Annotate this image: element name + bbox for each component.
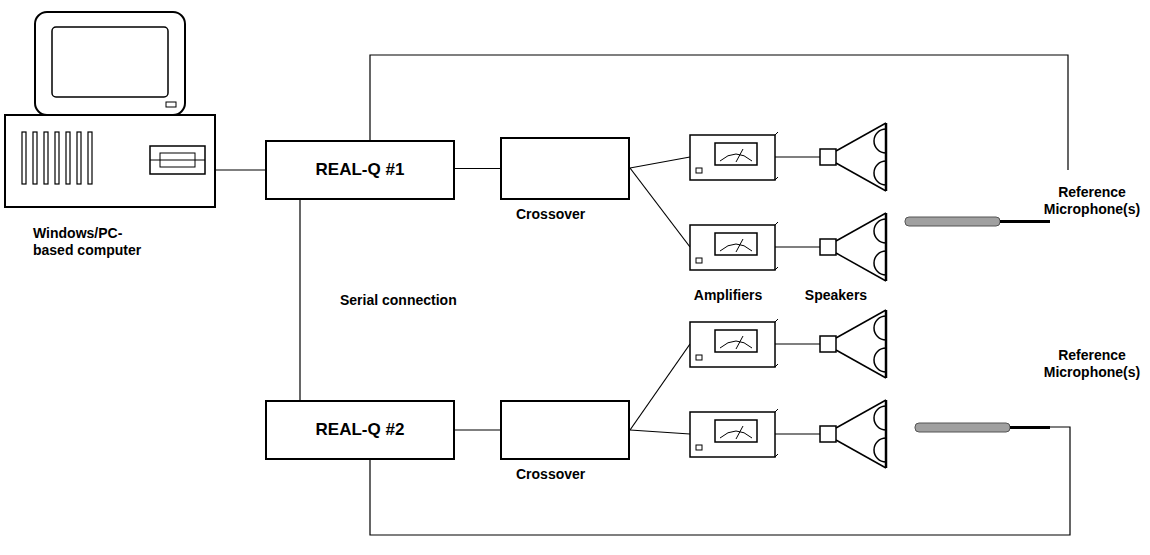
box-caption: Crossover [516, 206, 585, 223]
processor-box: REAL-Q #2 [265, 400, 455, 460]
speaker [820, 310, 886, 378]
audio-wires [630, 157, 820, 434]
floppy-line [150, 160, 205, 161]
box-label: REAL-Q #1 [316, 160, 405, 180]
computer: Windows/PC- based computer [5, 12, 215, 207]
box-caption: Crossover [516, 466, 585, 483]
speakers-label: Speakers [796, 287, 876, 304]
computer-illustration [5, 12, 215, 207]
microphone-wires [370, 55, 1070, 535]
speaker [820, 213, 886, 281]
microphone-cable [1010, 426, 1050, 429]
microphone [905, 217, 1000, 226]
processor-box: REAL-Q #1 [265, 140, 455, 200]
microphone [915, 423, 1010, 432]
amplifier [690, 222, 778, 270]
connection-label: Serial connection [340, 292, 457, 309]
connector-line [299, 200, 300, 400]
case-vents [22, 132, 92, 184]
connector-line [455, 429, 500, 430]
microphone-label: Reference Microphone(s) [1040, 184, 1144, 218]
speaker [820, 400, 886, 468]
connector-line [215, 169, 265, 170]
speaker [820, 123, 886, 191]
box-label: REAL-Q #2 [316, 420, 405, 440]
crossover-box: Crossover [500, 400, 630, 460]
crossover-box: Crossover [500, 137, 630, 200]
amplifiers-label: Amplifiers [683, 287, 773, 304]
monitor-screen [52, 27, 168, 97]
box-caption: Windows/PC- based computer [33, 225, 145, 259]
computer-case [5, 115, 215, 207]
amplifier [690, 409, 778, 457]
microphones [905, 217, 1050, 432]
monitor [35, 12, 185, 115]
amplifier [690, 132, 778, 180]
monitor-button [166, 102, 176, 107]
connector-line [455, 168, 500, 169]
microphone-cable [1000, 220, 1050, 223]
floppy-drive [150, 146, 205, 174]
microphone-label: Reference Microphone(s) [1040, 347, 1144, 381]
amplifier [690, 319, 778, 367]
